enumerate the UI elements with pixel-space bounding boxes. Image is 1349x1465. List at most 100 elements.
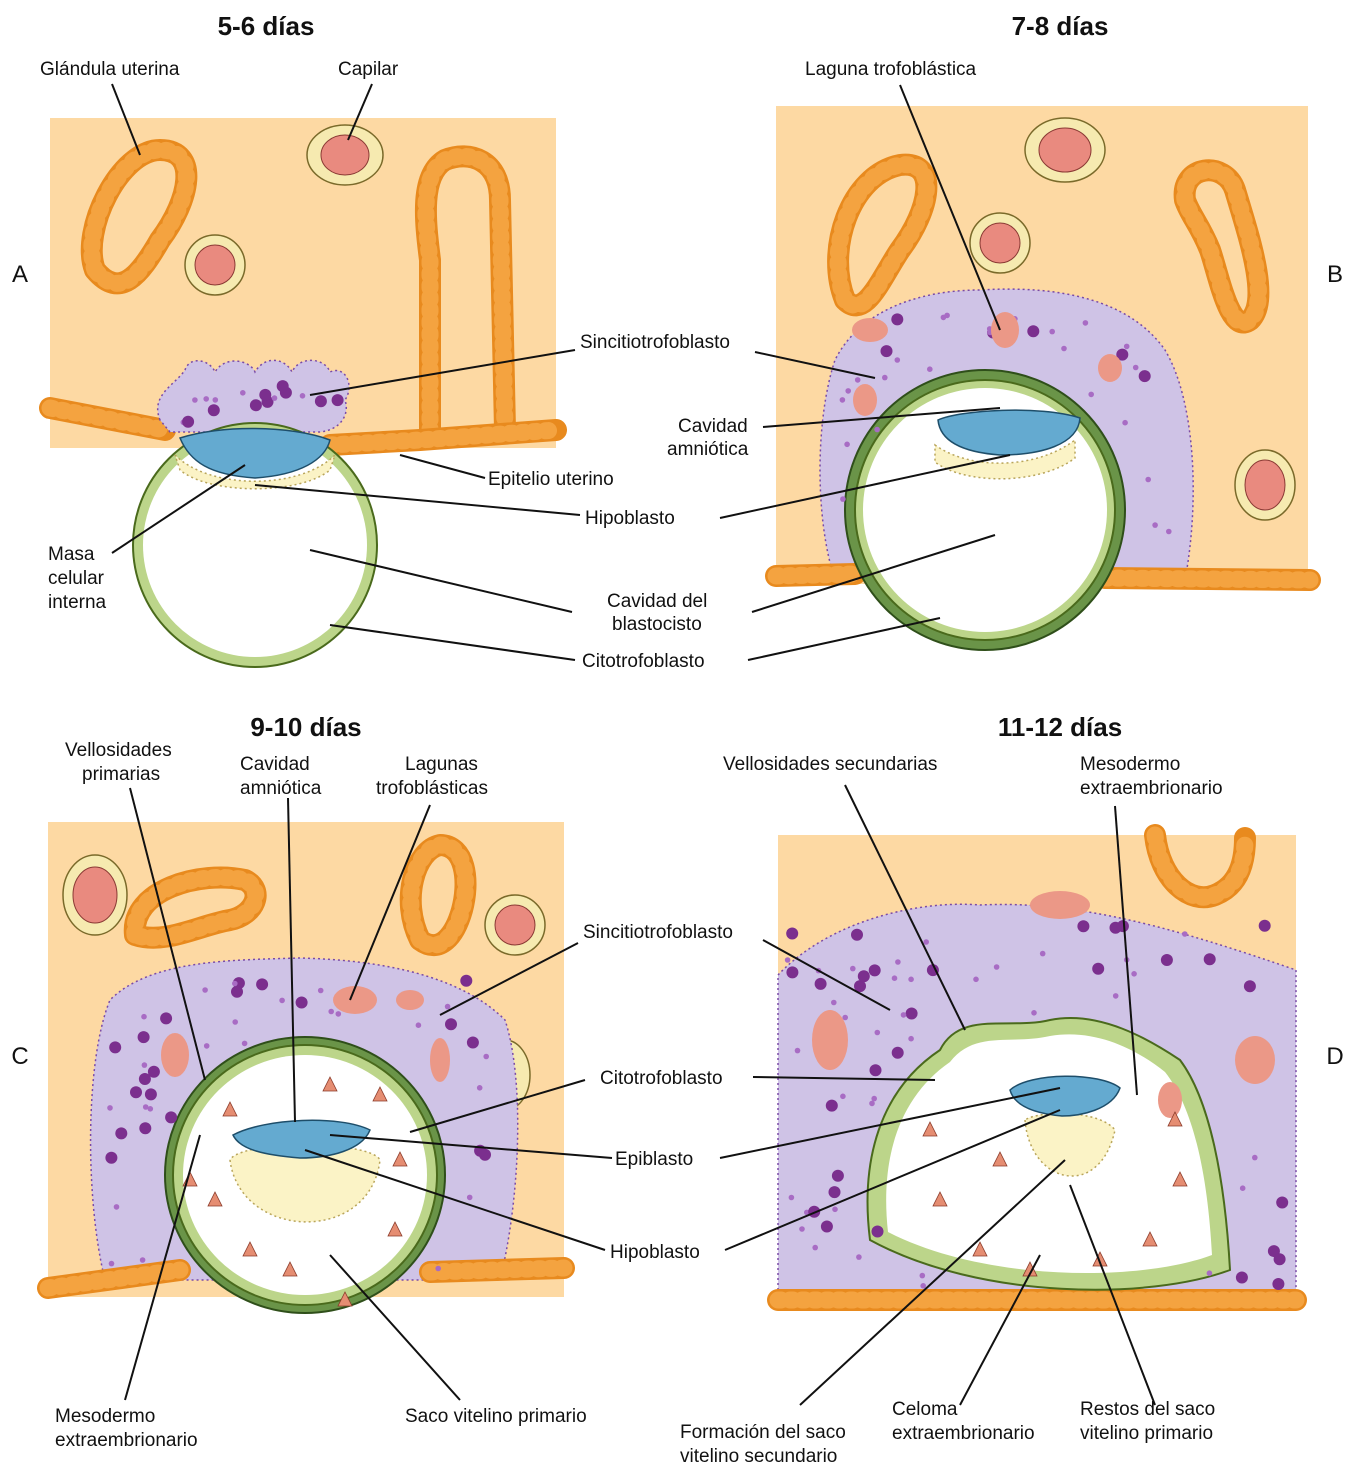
syncytial-nucleus	[923, 939, 929, 945]
syncytial-nucleus	[821, 1221, 833, 1233]
syncytial-nucleus	[1113, 993, 1119, 999]
syncytial-nucleus	[141, 1014, 147, 1020]
syncytial-nucleus	[892, 1047, 904, 1059]
syncytial-nucleus	[483, 1054, 489, 1060]
syncytial-nucleus	[114, 1204, 120, 1210]
syncytial-nucleus	[272, 395, 278, 401]
trophoblastic-lacuna	[396, 990, 424, 1010]
panel-a	[50, 118, 556, 667]
syncytial-nucleus	[296, 997, 308, 1009]
label-cytotrophoblast-ab: Citotrofoblasto	[582, 651, 705, 672]
trophoblastic-lacuna	[812, 1010, 848, 1070]
syncytial-nucleus	[182, 416, 194, 428]
label-capillary: Capilar	[338, 59, 399, 80]
syncytial-nucleus	[875, 1030, 881, 1036]
syncytial-nucleus	[855, 377, 861, 383]
syncytial-nucleus	[332, 394, 344, 406]
label-inner-cell-mass-3: interna	[48, 592, 107, 613]
syncytial-nucleus	[1236, 1272, 1248, 1284]
syncytial-nucleus	[1240, 1185, 1246, 1191]
syncytial-nucleus	[1040, 951, 1046, 957]
label-ext-mesoderm-d2: extraembrionario	[1080, 778, 1223, 799]
syncytial-nucleus	[1252, 1155, 1258, 1161]
syncytial-nucleus	[1122, 420, 1128, 426]
label-syncytiotrophoblast-ab: Sincitiotrofoblasto	[580, 332, 730, 353]
syncytial-nucleus	[973, 977, 979, 983]
label-remnants-1: Restos del saco	[1080, 1399, 1215, 1420]
syncytial-nucleus	[204, 1043, 210, 1049]
syncytial-nucleus	[467, 1037, 479, 1049]
title-d: 11-12 días	[998, 712, 1122, 742]
syncytial-nucleus	[138, 1031, 150, 1043]
syncytial-nucleus	[891, 313, 903, 325]
panel-letter-c: C	[11, 1043, 28, 1070]
label-ext-coelom-1: Celoma	[892, 1399, 958, 1420]
syncytial-nucleus	[140, 1257, 146, 1263]
syncytial-nucleus	[259, 389, 271, 401]
syncytial-nucleus	[208, 404, 220, 416]
label-amniotic-cavity-c1: Cavidad	[240, 754, 310, 775]
syncytial-nucleus	[832, 1170, 844, 1182]
label-remnants-2: vitelino primario	[1080, 1423, 1213, 1444]
syncytial-nucleus	[1259, 920, 1271, 932]
syncytial-nucleus	[1027, 325, 1039, 337]
trophoblastic-lacuna	[1158, 1082, 1182, 1118]
label-uterine-gland: Glándula uterina	[40, 59, 180, 80]
syncytial-nucleus	[1124, 344, 1130, 350]
label-ext-mesoderm-d1: Mesodermo	[1080, 754, 1180, 775]
trophoblastic-lacuna	[853, 384, 877, 416]
syncytial-nucleus	[435, 1266, 441, 1272]
label-secondary-yolk-sac-2: vitelino secundario	[680, 1446, 837, 1465]
syncytial-nucleus	[1274, 1253, 1286, 1265]
syncytial-nucleus	[250, 399, 262, 411]
syncytial-nucleus	[908, 977, 914, 983]
syncytial-nucleus	[1182, 931, 1188, 937]
syncytial-nucleus	[109, 1041, 121, 1053]
label-trophoblastic-lacunae-1: Lagunas	[405, 754, 478, 775]
syncytial-nucleus	[906, 1008, 918, 1020]
label-ext-mesoderm-c2: extraembrionario	[55, 1430, 198, 1451]
syncytial-nucleus	[107, 1105, 113, 1111]
syncytial-nucleus	[318, 988, 324, 994]
syncytial-nucleus	[858, 970, 870, 982]
syncytial-nucleus	[145, 1088, 157, 1100]
syncytial-nucleus	[872, 1226, 884, 1238]
syncytial-nucleus	[139, 1122, 151, 1134]
label-epiblast: Epiblasto	[615, 1149, 693, 1170]
syncytial-nucleus	[1207, 1270, 1213, 1276]
panel-letter-b: B	[1327, 261, 1343, 288]
label-blastocyst-cavity-2: blastocisto	[612, 614, 702, 635]
syncytial-nucleus	[831, 1000, 837, 1006]
syncytial-nucleus	[130, 1086, 142, 1098]
syncytial-nucleus	[851, 929, 863, 941]
syncytial-nucleus	[315, 395, 327, 407]
syncytial-nucleus	[115, 1127, 127, 1139]
syncytial-nucleus	[869, 1101, 875, 1107]
syncytial-nucleus	[242, 1041, 248, 1047]
trophoblastic-lacuna	[430, 1038, 450, 1082]
label-secondary-villi: Vellosidades secundarias	[723, 754, 937, 775]
panel-letter-d: D	[1326, 1043, 1343, 1070]
syncytial-nucleus	[920, 1273, 926, 1279]
label-amniotic-cavity-b2: amniótica	[667, 439, 749, 460]
syncytial-nucleus	[1031, 1010, 1037, 1016]
syncytial-nucleus	[1244, 980, 1256, 992]
syncytial-nucleus	[944, 313, 950, 319]
syncytial-nucleus	[1133, 365, 1139, 371]
syncytial-nucleus	[1077, 920, 1089, 932]
syncytial-nucleus	[105, 1152, 117, 1164]
syncytial-nucleus	[786, 966, 798, 978]
syncytial-nucleus	[142, 1062, 148, 1068]
label-hypoblast-cd: Hipoblasto	[610, 1242, 700, 1263]
syncytial-nucleus	[143, 1104, 149, 1110]
syncytial-nucleus	[840, 496, 846, 502]
label-trophoblastic-lacunae-2: trofoblásticas	[376, 778, 488, 799]
syncytial-nucleus	[165, 1111, 177, 1123]
syncytial-nucleus	[445, 1018, 457, 1030]
syncytial-nucleus	[1092, 963, 1104, 975]
syncytial-nucleus	[1083, 320, 1089, 326]
syncytial-nucleus	[882, 375, 888, 381]
trophoblastic-lacuna	[1098, 354, 1122, 382]
syncytial-nucleus	[279, 998, 285, 1004]
